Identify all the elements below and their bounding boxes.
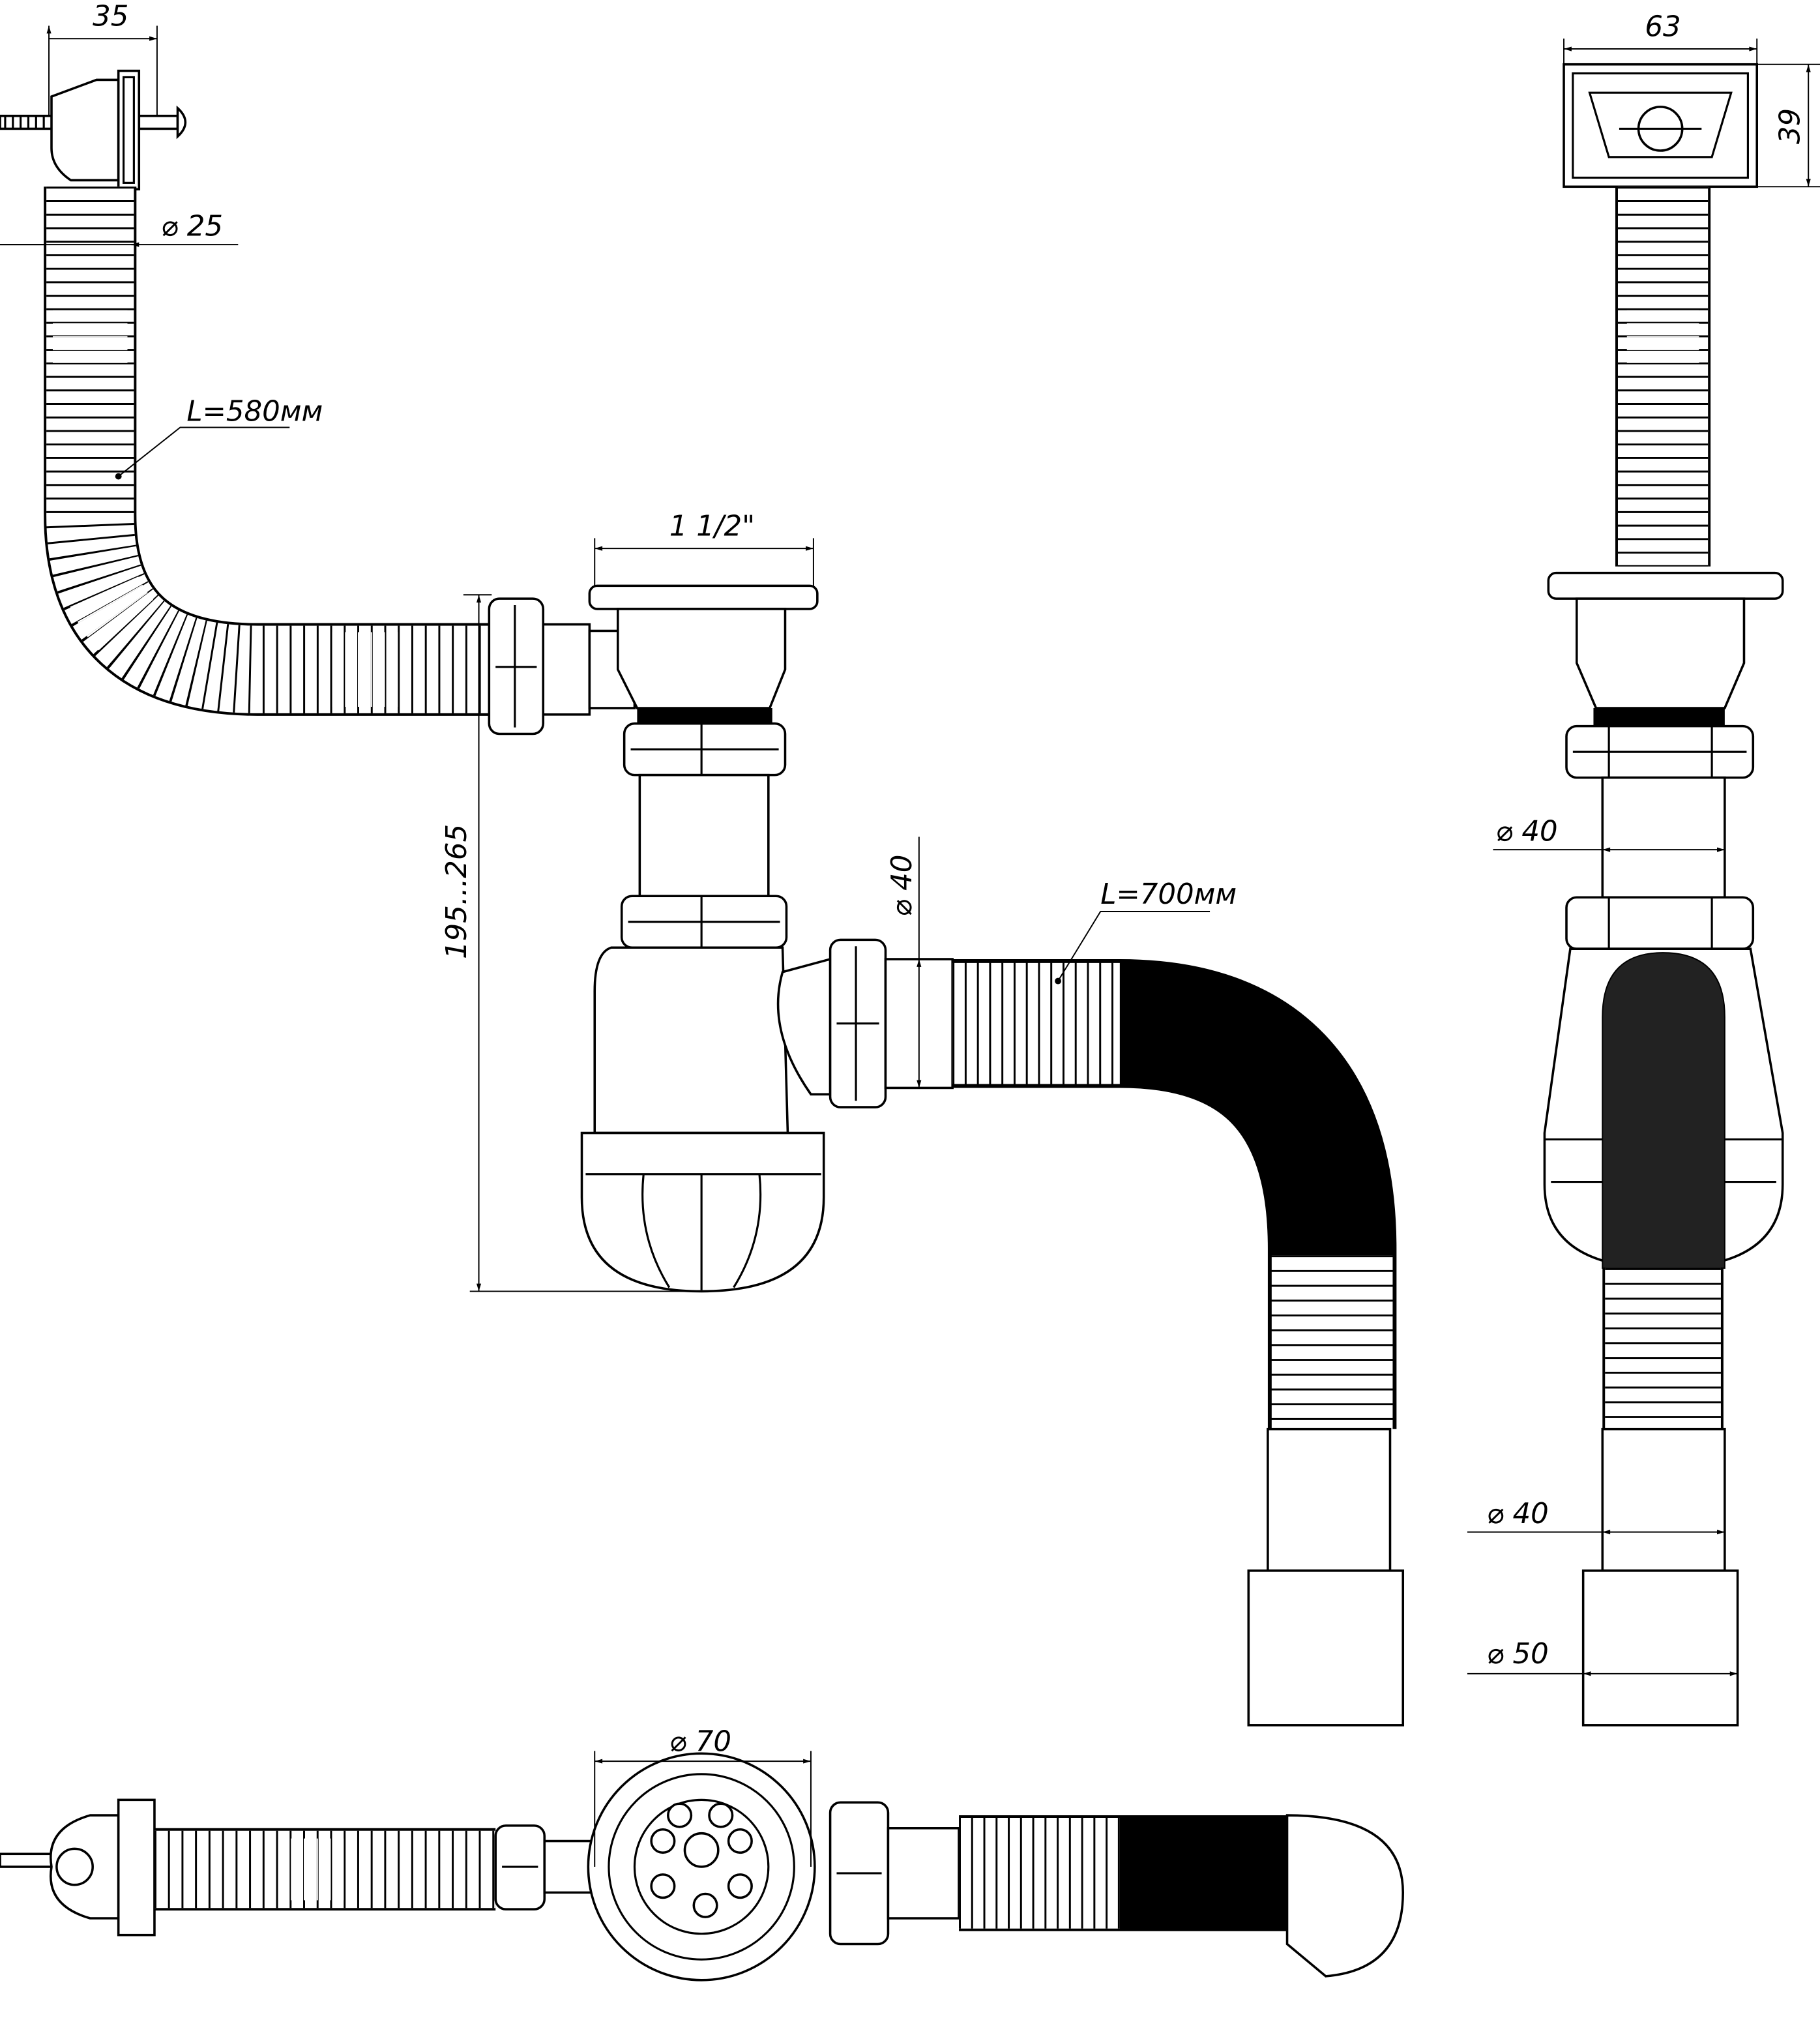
dimension-side-pipe-diameter: ⌀ 40 [1467, 1498, 1725, 1535]
dimension-label: ⌀ 70 [669, 1725, 731, 1758]
dimension-plate-width: 63 [1563, 10, 1758, 65]
dimension-label: 39 [1774, 108, 1806, 144]
dimension-outlet-diameter: ⌀ 40 [886, 837, 947, 1089]
dimension-plate-height: 39 [1757, 63, 1820, 188]
overflow-hose [44, 186, 490, 716]
overflow-connector-nut [488, 597, 636, 735]
drain-flange [588, 584, 819, 610]
bottle-cap [580, 1131, 825, 1293]
dimension-label: 195...265 [441, 824, 473, 959]
drain-grate [587, 1752, 816, 1982]
leader-overflow-hose-length: L=580мм [115, 396, 323, 480]
dimension-overflow-depth: 35 [49, 0, 157, 116]
side-inner-hose [1602, 952, 1725, 1269]
dimension-label: ⌀ 50 [1487, 1638, 1549, 1671]
dimension-side-tube-diameter: ⌀ 40 [1493, 815, 1725, 852]
side-view [1543, 63, 1784, 1727]
dimension-label: L=580мм [186, 396, 323, 428]
dimension-drain-thread: 1 1/2" [594, 510, 814, 587]
dimension-height-range: 195...265 [441, 594, 702, 1292]
siphon-body-front [580, 584, 832, 1293]
leader-outlet-hose-length: L=700мм [1055, 878, 1237, 985]
dimension-label: 1 1/2" [669, 510, 755, 542]
overflow-plate [117, 69, 141, 191]
dimension-label: 63 [1645, 10, 1681, 43]
dimension-overflow-hose-diameter: ⌀ 25 [0, 210, 239, 245]
extension-tube [638, 773, 770, 898]
dimension-label: ⌀ 40 [886, 855, 918, 917]
dimension-label: ⌀ 25 [161, 210, 223, 243]
dimension-label: ⌀ 40 [1487, 1498, 1549, 1530]
outlet-connector-nut [829, 938, 954, 1108]
bottle-body [593, 946, 789, 1135]
dimension-side-end-diameter: ⌀ 50 [1467, 1638, 1738, 1676]
dimension-label: L=700мм [1100, 878, 1237, 911]
dimension-grate-diameter: ⌀ 70 [594, 1725, 812, 1867]
dimension-label: 35 [93, 0, 128, 33]
top-view [0, 1752, 1405, 1982]
dimension-label: ⌀ 40 [1495, 815, 1557, 848]
overflow-elbow [50, 78, 120, 182]
outlet-hose [952, 959, 1405, 1727]
